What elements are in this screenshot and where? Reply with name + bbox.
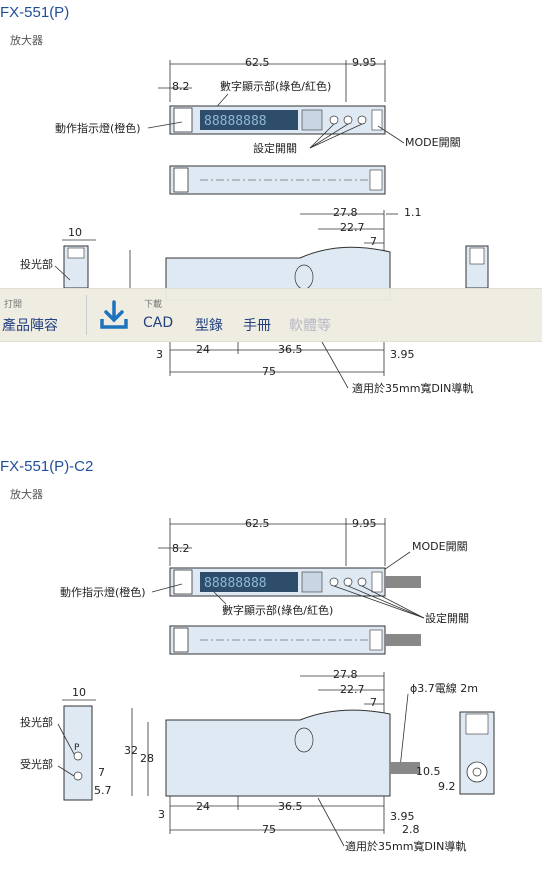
- label2-display: 數字顯示部(綠色/紅色): [222, 603, 333, 617]
- label-emitter: 投光部: [20, 257, 53, 271]
- dim-1-1: 1.1: [404, 206, 422, 219]
- section1-title: FX-551(P): [0, 4, 70, 21]
- download-software[interactable]: 軟體等: [289, 318, 331, 334]
- dim-3-95: 3.95: [390, 348, 415, 361]
- dim2-7: 7: [370, 696, 377, 709]
- label2-setting: 設定開關: [425, 611, 469, 625]
- download-cad[interactable]: CAD: [143, 315, 174, 331]
- label2-mode: MODE開關: [412, 540, 468, 553]
- section1-drawing: 62.5 9.95 8.2 數字顯示部(綠色/紅色) 88888888 動作指示…: [20, 56, 489, 395]
- open-label: 打開: [4, 300, 23, 310]
- label-display: 數字顯示部(綠色/紅色): [220, 79, 331, 93]
- label-indicator: 動作指示燈(橙色): [55, 121, 141, 135]
- dim2-8-2: 8.2: [172, 542, 190, 555]
- dim-7: 7: [370, 235, 377, 248]
- label-mode: MODE開關: [405, 136, 461, 149]
- dim2-10-5: 10.5: [416, 765, 441, 778]
- dim-36-5: 36.5: [278, 343, 303, 356]
- dim2-7b: 7: [98, 766, 105, 779]
- dim-22-7: 22.7: [340, 221, 365, 234]
- dim2-9-2: 9.2: [438, 780, 456, 793]
- label2-din: 適用於35mm寬DIN導軌: [345, 839, 466, 853]
- label2-cable: ϕ3.7電線 2m: [410, 681, 478, 695]
- dim-75: 75: [262, 365, 276, 378]
- download-label: 下載: [144, 300, 163, 310]
- dim-top-line: [169, 60, 386, 102]
- dim2-3: 3: [158, 808, 165, 821]
- digital-display: [200, 110, 298, 130]
- dim2-2-8: 2.8: [402, 823, 420, 836]
- section2-subtitle: 放大器: [10, 488, 43, 501]
- dim2-36-5: 36.5: [278, 800, 303, 813]
- section2-title: FX-551(P)-C2: [0, 458, 94, 475]
- section2-drawing: 62.5 9.95 8.2 MODE開關 88888888 動作指示燈(橙色) …: [20, 517, 495, 853]
- dim2-62-5: 62.5: [245, 517, 270, 530]
- amp-side-view: [165, 246, 391, 301]
- download-icon[interactable]: [98, 299, 130, 331]
- dim-8-2: 8.2: [172, 80, 190, 93]
- dim2-32: 32: [124, 744, 138, 757]
- dim-3: 3: [156, 348, 163, 361]
- dim2-5-7: 5.7: [94, 784, 112, 797]
- product-lineup-link[interactable]: 產品陣容: [2, 318, 58, 334]
- download-manual[interactable]: 手冊: [243, 318, 271, 334]
- dim2-27-8: 27.8: [333, 668, 358, 681]
- dim-27-8: 27.8: [333, 206, 358, 219]
- label2-emitter: 投光部: [20, 715, 53, 729]
- section1-subtitle: 放大器: [10, 34, 43, 47]
- dim-62-5: 62.5: [245, 56, 270, 69]
- label2-receiver: 受光部: [20, 757, 53, 771]
- dim2-22-7: 22.7: [340, 683, 365, 696]
- cable-top: [385, 576, 421, 588]
- svg-text:88888888: 88888888: [204, 114, 267, 129]
- dim2-75: 75: [262, 823, 276, 836]
- amp2-side-view: [165, 709, 391, 797]
- dim2-9-95: 9.95: [352, 517, 377, 530]
- label2-indicator: 動作指示燈(橙色): [60, 585, 146, 599]
- dim2-28: 28: [140, 752, 154, 765]
- bar-divider: [86, 295, 87, 335]
- dim2-3-95: 3.95: [390, 810, 415, 823]
- dim-24: 24: [196, 343, 210, 356]
- dim2-10: 10: [72, 686, 86, 699]
- dim-9-95: 9.95: [352, 56, 377, 69]
- cable-bottom: [385, 634, 421, 646]
- dim-10: 10: [68, 226, 82, 239]
- p-mark: P: [74, 743, 80, 753]
- cable-side: [390, 762, 420, 774]
- label-din: 適用於35mm寬DIN導軌: [352, 381, 473, 395]
- download-catalog[interactable]: 型錄: [195, 318, 223, 334]
- svg-text:88888888: 88888888: [204, 576, 267, 591]
- dim2-24: 24: [196, 800, 210, 813]
- download-bar: 打開 產品陣容 下載 CAD 型錄 手冊 軟體等: [0, 288, 542, 342]
- digital-display-2: [200, 572, 298, 592]
- label-setting: 設定開關: [253, 141, 297, 155]
